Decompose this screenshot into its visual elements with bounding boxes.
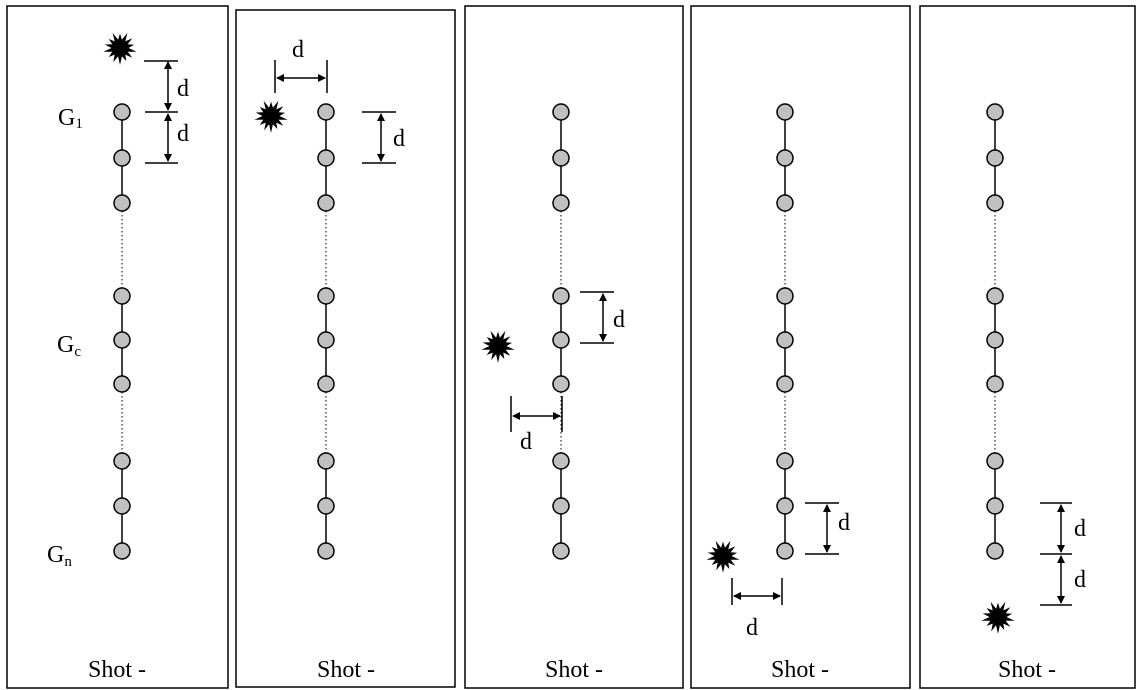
geophone-icon <box>776 103 794 121</box>
geophone-icon <box>317 542 335 560</box>
geophone-icon <box>113 194 131 212</box>
geophone-icon <box>552 331 570 349</box>
shot-label: Shot - <box>771 657 829 683</box>
geophone-icon <box>986 194 1004 212</box>
geophone-icon <box>317 497 335 515</box>
geophone-icon <box>986 287 1004 305</box>
dimension-lines <box>144 60 1072 606</box>
geophone-icon <box>317 331 335 349</box>
geophone-icon <box>986 497 1004 515</box>
starburst-icon <box>706 540 740 573</box>
starburst-icon <box>481 330 515 363</box>
geophone-icon <box>552 497 570 515</box>
geophone-icon <box>552 375 570 393</box>
starburst-icon <box>254 100 288 133</box>
dimension-label: d <box>177 76 189 102</box>
panel-1-frame <box>6 5 229 689</box>
geophone-icon <box>113 149 131 167</box>
geophone-icon <box>776 331 794 349</box>
geophone-icon <box>776 452 794 470</box>
geophone-icon <box>552 149 570 167</box>
dimension-label: d <box>1074 516 1086 542</box>
dimension-label: d <box>838 510 850 536</box>
geophone-icon <box>113 375 131 393</box>
geophone-icon <box>317 194 335 212</box>
geophone-icon <box>113 542 131 560</box>
geophone-icon <box>776 149 794 167</box>
geophone-strings <box>113 103 1004 560</box>
geophone-icon <box>552 287 570 305</box>
geophone-icon <box>113 331 131 349</box>
geophone-icon <box>113 497 131 515</box>
panel-4-frame <box>690 5 911 689</box>
starburst-icon <box>103 32 137 65</box>
geophone-icon <box>776 542 794 560</box>
shot-label: Shot - <box>317 657 375 683</box>
geophone-icon <box>986 542 1004 560</box>
geophone-icon <box>986 452 1004 470</box>
dimension-label: d <box>292 37 304 63</box>
geophone-icon <box>776 194 794 212</box>
geophone-icon <box>317 375 335 393</box>
geophone-icon <box>113 287 131 305</box>
group-label-gc: Gc <box>57 332 81 360</box>
group-label-g1: G1 <box>58 105 83 132</box>
geophone-icon <box>776 375 794 393</box>
panel-3-frame <box>464 5 684 689</box>
panel-2-frame <box>235 9 456 688</box>
shot-label: Shot - <box>88 657 146 683</box>
geophone-icon <box>552 452 570 470</box>
geophone-icon <box>317 149 335 167</box>
group-label-gn: Gn <box>47 542 72 570</box>
dimension-label: d <box>613 307 625 333</box>
geophone-icon <box>986 331 1004 349</box>
shot-label: Shot - <box>998 657 1056 683</box>
dimension-label: d <box>1074 567 1086 593</box>
geophone-icon <box>552 103 570 121</box>
geophone-icon <box>113 103 131 121</box>
dimension-label: d <box>520 429 532 455</box>
geophone-icon <box>776 287 794 305</box>
geophone-icon <box>552 194 570 212</box>
dimension-label: d <box>393 126 405 152</box>
geophone-icon <box>317 103 335 121</box>
geophone-icon <box>986 375 1004 393</box>
geophone-icon <box>317 287 335 305</box>
geophone-icon <box>776 497 794 515</box>
dimension-label: d <box>746 615 758 641</box>
geophone-icon <box>317 452 335 470</box>
shot-label: Shot - <box>545 657 603 683</box>
panel-5-frame <box>919 5 1136 689</box>
geophone-icon <box>986 149 1004 167</box>
geophone-icon <box>552 542 570 560</box>
geophone-icon <box>113 452 131 470</box>
dimension-label: d <box>177 121 189 147</box>
starburst-icon <box>981 601 1015 634</box>
geophone-icon <box>986 103 1004 121</box>
